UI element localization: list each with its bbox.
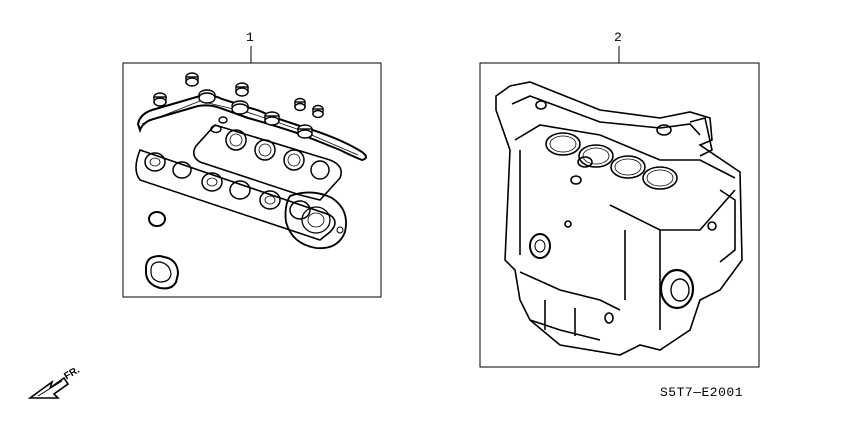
panel-gasket-kit[interactable] bbox=[122, 46, 382, 298]
o-ring bbox=[148, 211, 166, 227]
fr-direction-arrow bbox=[27, 376, 70, 399]
diagram-code: S5T7—E2001 bbox=[660, 385, 744, 400]
callout-1-label: 1 bbox=[246, 30, 254, 45]
exhaust-gasket bbox=[284, 191, 347, 250]
panel-engine-block[interactable] bbox=[479, 46, 760, 368]
panel-1-frame bbox=[122, 62, 382, 298]
panel-2-frame bbox=[479, 62, 760, 368]
manifold-gaskets bbox=[135, 148, 336, 241]
tube-seals bbox=[153, 72, 324, 139]
head-cover-gasket bbox=[136, 94, 367, 162]
head-cover-gasket-inner bbox=[141, 100, 359, 156]
oil-seal bbox=[145, 254, 180, 290]
arrow-left-icon bbox=[27, 376, 70, 399]
engine-block-drawing bbox=[495, 81, 743, 356]
callout-2-label: 2 bbox=[614, 30, 622, 45]
cylinder-head-gasket bbox=[192, 124, 343, 201]
